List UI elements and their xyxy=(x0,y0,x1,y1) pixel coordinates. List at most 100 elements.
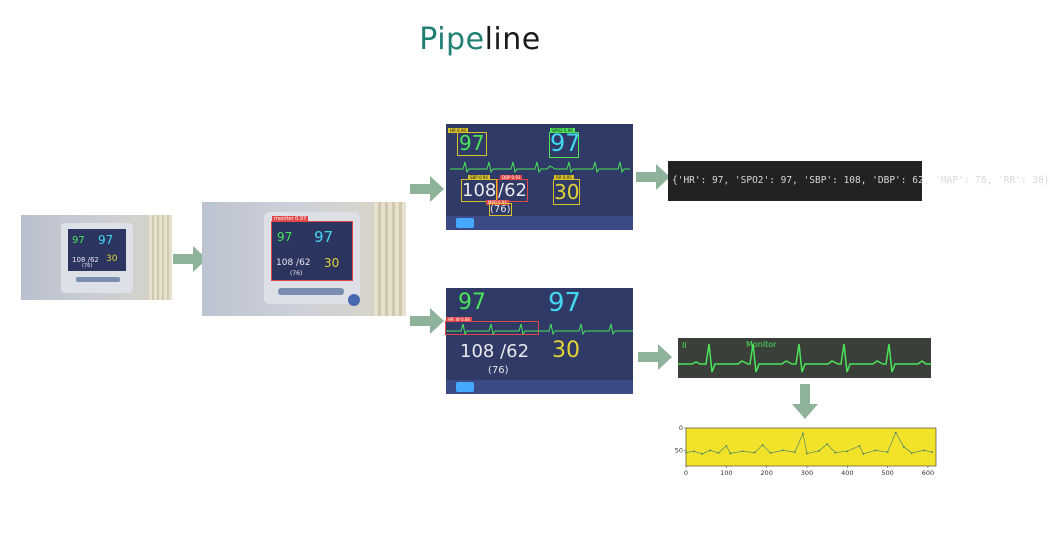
rr-value: 30 xyxy=(106,254,118,264)
x-tick-label: 400 xyxy=(841,469,853,477)
rr-value: 30 xyxy=(552,338,580,363)
arrow-icon xyxy=(410,176,444,202)
ecg-waveform xyxy=(446,323,633,336)
data-point xyxy=(862,453,865,455)
monitor-screen: 97 97 108 /62 30 (76) xyxy=(68,229,126,271)
x-tick-label: 100 xyxy=(720,469,732,477)
plot-area xyxy=(685,427,937,467)
bp-value: 108 /62 xyxy=(276,258,311,268)
x-tick-label: 600 xyxy=(922,469,934,477)
home-tab xyxy=(456,218,474,228)
spo2-value: 97 xyxy=(98,233,114,247)
background-shelf xyxy=(149,215,172,300)
data-point xyxy=(701,453,704,455)
sbp-value: 108 xyxy=(460,179,498,202)
ecg-lead-label: II xyxy=(682,341,687,350)
title-part-1: Pipe xyxy=(419,22,485,57)
data-point xyxy=(741,450,744,453)
data-point xyxy=(769,452,772,454)
monitor-buttons xyxy=(278,288,344,295)
spo2-value: 97 xyxy=(550,129,581,157)
data-point xyxy=(818,449,820,452)
stage2-detection-photo: 97 97 108 /62 30 (76) monitor 0.97 xyxy=(202,202,406,316)
dbp-box-label: DBP 0.93 xyxy=(500,175,523,180)
monitor-menu-bar xyxy=(446,216,633,230)
arrow-icon xyxy=(638,344,672,370)
data-point xyxy=(923,449,925,452)
data-point xyxy=(793,451,796,454)
x-tick-label: 200 xyxy=(760,469,772,477)
data-point xyxy=(858,444,861,447)
monitor-screen: 97 97 108 /62 30 (76) xyxy=(271,221,353,281)
hr-value: 97 xyxy=(72,235,85,246)
data-point xyxy=(931,451,933,454)
spo2-value: 97 xyxy=(548,288,582,318)
ecg-waveform xyxy=(450,161,630,174)
data-point xyxy=(874,449,877,452)
monitor-buttons xyxy=(76,277,120,282)
map-value: (76) xyxy=(489,203,512,216)
hr-value: 97 xyxy=(277,230,293,244)
digitized-waveform-chart: 0 100 200 300 400 500 600 0 50 xyxy=(675,424,937,477)
data-point xyxy=(902,445,905,448)
data-point xyxy=(753,451,756,454)
spo2-value: 97 xyxy=(314,228,334,246)
hr-value: 97 xyxy=(459,131,485,155)
x-tick-label: 0 xyxy=(684,469,688,477)
monitor-knob xyxy=(348,294,360,306)
ecg-trace xyxy=(678,343,931,373)
y-axis-ticks: 0 50 xyxy=(675,424,686,455)
data-point xyxy=(802,432,804,435)
arrow-icon xyxy=(636,164,670,190)
data-point xyxy=(846,450,849,453)
ecg-monitor-label: Monitor xyxy=(746,340,777,349)
map-value: (76) xyxy=(82,263,93,269)
home-tab xyxy=(456,382,474,392)
data-point xyxy=(729,452,732,455)
map-box-label: MAP 0.94 xyxy=(486,200,509,205)
data-point xyxy=(717,452,720,454)
data-point xyxy=(834,451,837,454)
map-value: (76) xyxy=(488,365,509,376)
x-tick-label: 500 xyxy=(881,469,893,477)
bp-value: 108 /62 xyxy=(460,341,530,362)
detection-label: monitor 0.97 xyxy=(272,216,309,222)
background-shelf xyxy=(374,202,406,316)
data-point xyxy=(781,449,784,452)
waveform-detection-crop: 97 HR_W 0.86 97 108 /62 (76) 30 xyxy=(445,288,633,394)
hr-value: 97 xyxy=(458,290,486,315)
y-tick-label: 0 xyxy=(679,424,683,432)
rr-value: 30 xyxy=(552,179,581,205)
vitals-json-output: {'HR': 97, 'SPO2': 97, 'SBP': 108, 'DBP'… xyxy=(668,161,1050,201)
data-point xyxy=(725,444,728,447)
dbp-value: /62 xyxy=(497,179,528,202)
ecg-waveform-crop: II Monitor xyxy=(678,338,931,378)
title-part-2: line xyxy=(484,22,541,57)
data-point xyxy=(685,451,687,454)
arrow-icon xyxy=(410,308,444,334)
rr-box-label: RR 0.95 xyxy=(554,175,574,180)
page-title: Pipeline xyxy=(0,22,960,57)
data-point xyxy=(709,449,712,452)
y-tick-label: 50 xyxy=(675,447,683,455)
data-point xyxy=(826,443,829,445)
arrow-icon xyxy=(173,246,207,272)
stage1-monitor-photo: 97 97 108 /62 30 (76) xyxy=(21,215,172,300)
arrow-down-icon xyxy=(792,384,818,419)
x-axis-ticks: 0 100 200 300 400 500 600 xyxy=(684,466,934,477)
data-point xyxy=(693,450,695,453)
monitor-menu-bar xyxy=(446,380,633,394)
bp-value: 108 /62 xyxy=(72,256,99,264)
hr-box-label: HR 0.96 xyxy=(448,128,468,133)
hr-wave-box-label: HR_W 0.86 xyxy=(446,317,472,322)
rr-value: 30 xyxy=(324,256,340,270)
sbp-box-label: SBP 0.94 xyxy=(468,175,490,180)
data-points xyxy=(685,431,933,455)
data-point xyxy=(894,431,897,434)
data-point xyxy=(910,452,913,454)
x-tick-label: 300 xyxy=(801,469,813,477)
map-value: (76) xyxy=(290,270,303,277)
digit-detection-crop: HR 0.96 97 SPO2 0.96 97 SBP 0.94 108 DBP… xyxy=(446,124,633,230)
spo2-box-label: SPO2 0.96 xyxy=(550,128,575,133)
data-point xyxy=(886,451,889,454)
